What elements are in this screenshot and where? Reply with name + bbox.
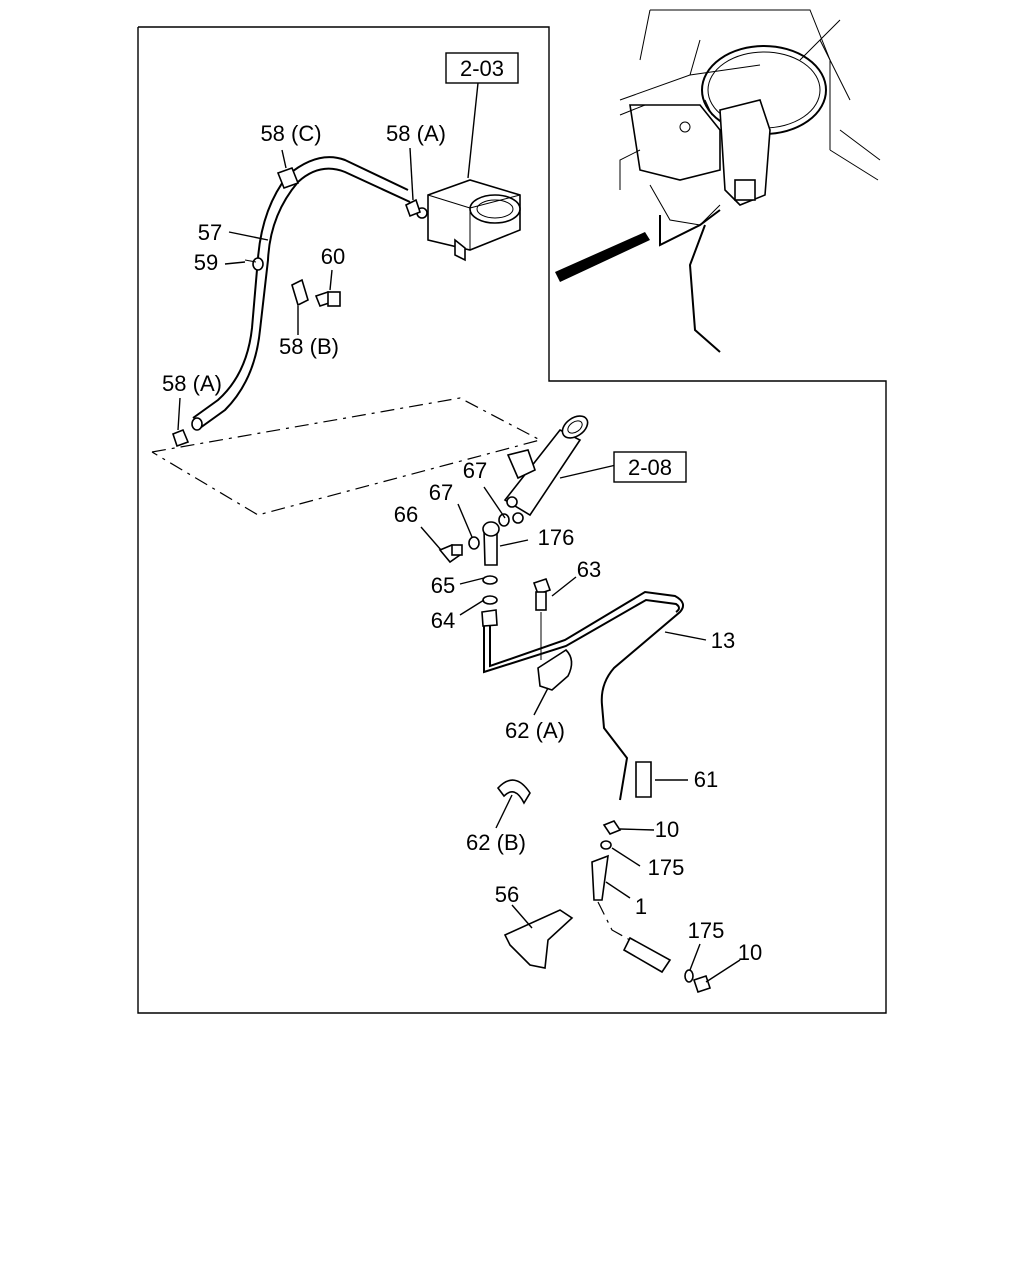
callout-56: 56: [495, 882, 519, 907]
callout-66: 66: [394, 502, 418, 527]
clutch-master-cylinder: [503, 415, 589, 524]
callout-57: 57: [198, 220, 222, 245]
reference-outline: [151, 397, 542, 516]
vehicle-location-view: [555, 9, 881, 353]
callout-175b: 175: [688, 918, 725, 943]
clip-62b: [496, 779, 531, 805]
washer-64: [482, 595, 498, 605]
diagram-frame: [137, 26, 887, 1014]
protector-61: [635, 761, 652, 798]
callout-58a-top: 58 (A): [386, 121, 446, 146]
lower-fittings: [591, 820, 712, 994]
screw-59: [244, 257, 264, 271]
callout-63: 63: [577, 557, 601, 582]
callout-62b: 62 (B): [466, 830, 526, 855]
clip-58b: [291, 278, 309, 307]
callout-61: 61: [694, 767, 718, 792]
callout-13: 13: [711, 628, 735, 653]
nut-10b: [692, 974, 712, 994]
callout-58a-left: 58 (A): [162, 371, 222, 396]
callout-176: 176: [538, 525, 575, 550]
washer-65: [482, 575, 498, 585]
washer-67b: [498, 513, 510, 527]
bolt-63: [532, 577, 552, 611]
hose-1: [591, 854, 609, 901]
banjo-fittings: [438, 513, 510, 627]
ref-2-08-label: 2-08: [628, 455, 672, 480]
bracket-56: [503, 909, 574, 969]
washer-67a: [468, 536, 480, 550]
clip-62a: [537, 648, 573, 691]
ref-box-2-08: [613, 451, 687, 483]
bolt-60: [314, 291, 341, 307]
clamp-58a-top: [405, 198, 421, 218]
washer-175a: [600, 840, 612, 850]
callout-1: 1: [635, 894, 647, 919]
clutch-pipe-13: [483, 590, 685, 801]
reservoir-hose-57: [191, 156, 411, 431]
washer-175b: [684, 969, 694, 983]
callout-58c: 58 (C): [260, 121, 321, 146]
callout-67b: 67: [463, 458, 487, 483]
callout-65: 65: [431, 573, 455, 598]
callout-62a: 62 (A): [505, 718, 565, 743]
ref-2-03-label: 2-03: [460, 56, 504, 81]
callout-10b: 10: [738, 940, 762, 965]
clamp-58c: [276, 166, 300, 190]
clamp-58a-left: [172, 428, 190, 448]
leader-lines: [177, 82, 741, 983]
nut-10a: [602, 820, 622, 835]
callout-59: 59: [194, 250, 218, 275]
callout-10a: 10: [655, 817, 679, 842]
callout-60: 60: [321, 244, 345, 269]
callout-67a: 67: [429, 480, 453, 505]
clutch-fluid-reservoir: [416, 179, 521, 262]
callout-175a: 175: [648, 855, 685, 880]
callout-64: 64: [431, 608, 455, 633]
ref-box-2-03: [445, 52, 519, 84]
callout-58b: 58 (B): [279, 334, 339, 359]
